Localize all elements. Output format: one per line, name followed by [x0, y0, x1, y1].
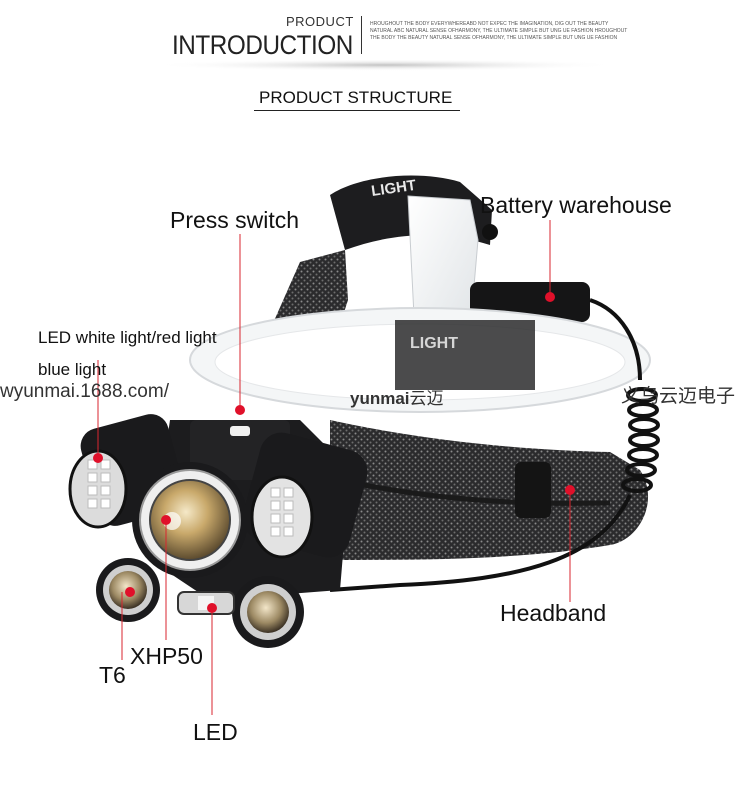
watermark-brand-cn: 云迈: [409, 389, 444, 408]
watermark-cn: 义乌云迈电子: [621, 386, 736, 407]
header-tagline: HROUGHOUT THE BODY EVERYWHEREABD NOT EXP…: [370, 21, 628, 41]
section-title-underline: [254, 110, 460, 111]
leader-lines: [97, 220, 571, 715]
label-press-switch: Press switch: [170, 207, 300, 233]
label-battery-warehouse: Battery warehouse: [480, 192, 672, 218]
strap-print: LIGHT: [370, 177, 417, 200]
watermark-brand: yunmai云迈: [350, 384, 444, 409]
watermark-url: wyunmai.1688.com/: [0, 381, 169, 402]
head-unit: [68, 414, 368, 648]
label-headband: Headband: [500, 600, 607, 626]
label-xhp50: XHP50: [130, 643, 203, 669]
header-divider: [361, 16, 362, 54]
label-led: LED: [193, 719, 238, 745]
header-shadow: [150, 60, 620, 71]
leader-markers: [93, 292, 575, 613]
case-print: LIGHT: [410, 335, 458, 352]
headband-strap: [330, 420, 649, 560]
label-led-colors-1: LED white light/red light: [38, 328, 217, 347]
headband-buckle: [515, 462, 551, 518]
watermark-brand-en: yunmai: [350, 389, 410, 408]
header-big-title: INTRODUCTION: [172, 30, 353, 60]
label-t6: T6: [99, 662, 126, 688]
switch-button: [230, 426, 250, 436]
coiled-cable: [329, 298, 660, 592]
section-title: PRODUCT STRUCTURE: [259, 88, 453, 107]
header-small-title: PRODUCT: [286, 14, 354, 29]
label-led-colors-2: blue light: [38, 360, 107, 379]
